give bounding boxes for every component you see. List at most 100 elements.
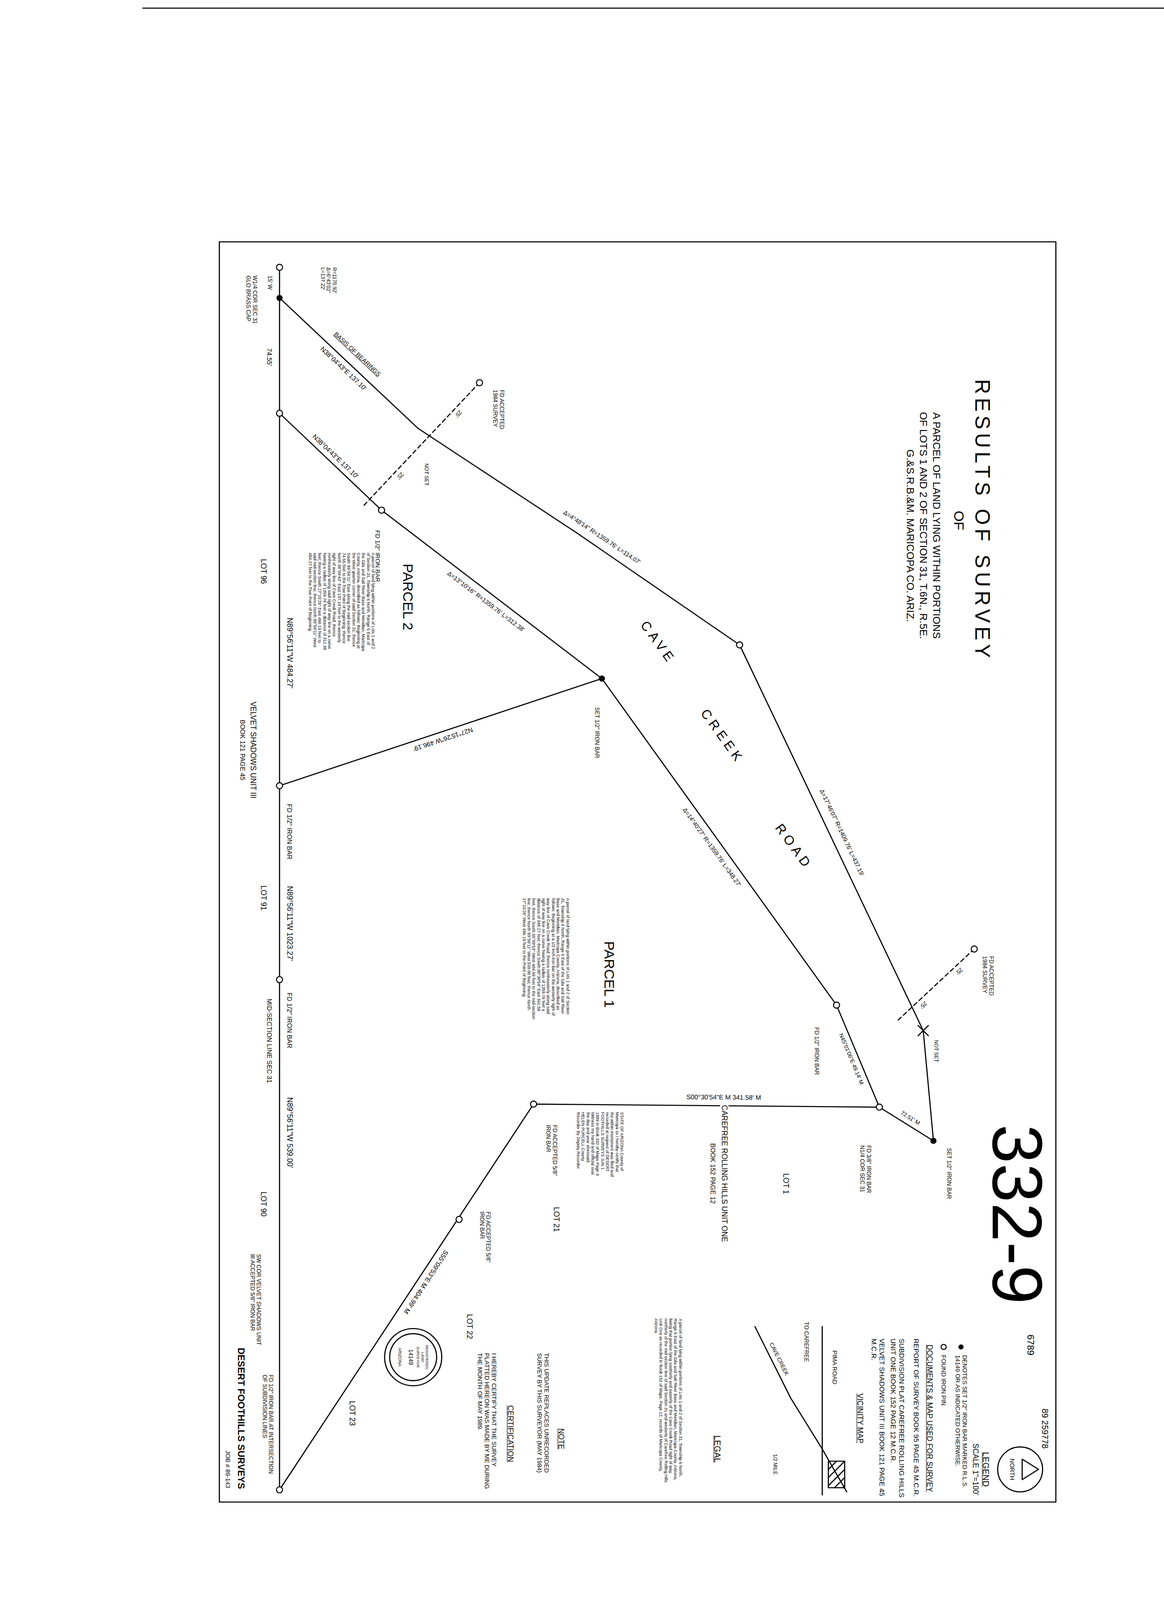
survey-annotation: 74.55' bbox=[265, 347, 274, 368]
survey-annotation: FD ACCEPTED 5/8" IRON BAR bbox=[544, 1123, 558, 1182]
survey-annotation: REGISTERED LAND SURVEYOR bbox=[415, 1341, 429, 1372]
survey-annotation: SUBDIVISION PLAT CAREFREE ROLLING HILLS … bbox=[889, 1337, 906, 1499]
survey-annotation: 14149 bbox=[406, 1347, 414, 1366]
survey-annotation: REPORT OF SURVEY BOOK 95 PAGE 45 M.C.R. bbox=[911, 1337, 920, 1499]
survey-annotation: BOOK 121 PAGE 45 bbox=[238, 718, 247, 782]
legend-entry: FOUND IRON PIN bbox=[940, 1353, 948, 1407]
survey-annotation: A parcel of land lying within portions o… bbox=[307, 551, 376, 652]
survey-annotation: LOT 1 bbox=[781, 1171, 790, 1195]
plat-title: RESULTS OF SURVEY bbox=[970, 378, 995, 663]
survey-annotation: SW COR VELVET SHADOWS UNIT III ACCEPTED … bbox=[248, 1252, 262, 1349]
survey-annotation: Δ=17°46'07" R=1409.76' L=437.19' bbox=[817, 787, 866, 879]
survey-annotation: LOT 91 bbox=[259, 884, 268, 912]
survey-annotation: N89°56'11"W 1023.27' bbox=[285, 884, 294, 962]
plat-sheet: RESULTS OF SURVEYOF A PARCEL OF LAND LYIN… bbox=[219, 241, 1057, 1502]
survey-annotation: N89°56'11"W 539.00' bbox=[285, 1095, 294, 1169]
survey-annotation: OF bbox=[950, 509, 968, 532]
survey-annotation: OF LOTS 1 AND 2 OF SECTION 31, T.6N., R.… bbox=[917, 410, 929, 640]
survey-annotation: MID-SECTION LINE SEC 31 bbox=[265, 997, 274, 1084]
survey-annotation: VELVET SHADOWS UNIT III BOOK 121 PAGE 45… bbox=[870, 1337, 887, 1499]
survey-annotation: PARCEL 1 bbox=[600, 940, 618, 1009]
survey-annotation: N45°01'06"E 49.14' M bbox=[836, 1031, 866, 1087]
survey-annotation: SCALE 1"=100' bbox=[971, 1442, 980, 1497]
survey-annotation: FD ACCEPTED 1984 SURVEY bbox=[491, 388, 505, 438]
survey-annotation: LOT 22 bbox=[465, 1312, 474, 1340]
surveyor-seal bbox=[384, 1328, 442, 1386]
survey-annotation: 6789 bbox=[1025, 1332, 1036, 1356]
survey-annotation: LOT 21 bbox=[551, 1205, 560, 1233]
survey-annotation: A parcel of land lying within portions o… bbox=[521, 896, 570, 1021]
survey-annotation: N89°56'11"W 484.27' bbox=[285, 616, 294, 690]
survey-annotation: JOB # 89-143 bbox=[223, 1449, 231, 1489]
survey-annotation: FD ACCEPTED 1984 SURVEY bbox=[980, 955, 995, 1004]
survey-annotation: STATE OF ARIZONA County of Maricopa ss I… bbox=[575, 1110, 624, 1179]
survey-annotation: NORTH bbox=[1008, 1457, 1016, 1481]
survey-annotation: FD 3/8" IRON BAR N1/4 COR SEC 31 bbox=[858, 1144, 872, 1203]
survey-annotation: FD 1/2" IRON BAR bbox=[285, 802, 294, 861]
survey-annotation: LOT 23 bbox=[347, 1399, 357, 1427]
survey-annotation: NOTE bbox=[556, 1426, 566, 1450]
survey-annotation: Δ=14°40'27" R=1359.76' L=348.27' bbox=[680, 805, 743, 889]
survey-annotation: CREEK bbox=[696, 705, 749, 768]
survey-annotation: BASIS OF BEARINGS bbox=[331, 329, 383, 379]
survey-annotation: TO CAREFREE bbox=[802, 1320, 810, 1363]
survey-annotation: 25' bbox=[917, 998, 929, 1010]
survey-annotation: Δ=4°48'14" R=1359.76' L=114.07' bbox=[561, 508, 643, 567]
survey-annotation: 15' W bbox=[266, 274, 273, 291]
survey-annotation: 72.51' M bbox=[898, 1109, 922, 1127]
survey-annotation: 25' bbox=[394, 469, 406, 482]
legend-symbols bbox=[941, 1344, 964, 1350]
survey-annotation: VELVET SHADOWS UNIT III bbox=[248, 700, 258, 799]
survey-annotation: CERTIFICATION bbox=[505, 1403, 515, 1463]
survey-annotation: DOCUMENTS & MAP USED FOR SURVEY bbox=[925, 1343, 934, 1493]
survey-annotation: LEGEND bbox=[980, 1450, 991, 1488]
survey-annotation: THIS UPDATE REPLACES UNRECORDED SURVEY B… bbox=[535, 1351, 550, 1495]
survey-annotation: LOT 96 bbox=[259, 558, 268, 585]
survey-annotation: FD 1/2" IRON BAR bbox=[285, 991, 294, 1050]
page-rule bbox=[142, 7, 1164, 9]
survey-annotation: W1/4 COR SEC 31 GLO BRASS CAP bbox=[244, 274, 258, 338]
survey-annotation: 332-9 bbox=[981, 1123, 1053, 1306]
survey-annotation: G.&S.R.B.&M. MARICOPA CO. ARIZ. bbox=[903, 448, 916, 623]
survey-annotation: FD ACCEPTED 5/8" IRON BAR bbox=[478, 1210, 492, 1269]
survey-annotation: PARCEL 2 bbox=[399, 562, 417, 632]
survey-annotation: SET 1/2" IRON BAR bbox=[945, 1146, 952, 1200]
survey-annotation: N38°04'43"E 137.10' bbox=[318, 344, 370, 393]
boundary-lines bbox=[279, 267, 975, 1490]
survey-annotation: 1/2 MILE bbox=[772, 1452, 779, 1476]
survey-annotation: S55°09'53"E M 404.99' M bbox=[402, 1248, 451, 1317]
survey-annotation: I HEREBY CERTIFY THAT THE SURVEY PLATTED… bbox=[475, 1351, 498, 1495]
set-bars bbox=[276, 294, 937, 1144]
survey-annotation: CAVE bbox=[636, 617, 680, 668]
found-pins bbox=[276, 264, 978, 1493]
survey-annotation: CAVE CREEK bbox=[767, 1340, 790, 1378]
legend-entry: DENOTES SET 1/2" IRON BAR MARKED R.L.S. … bbox=[954, 1353, 969, 1497]
survey-annotation: LEGAL bbox=[712, 1433, 723, 1463]
survey-annotation: FD 1/2" IRON BAR bbox=[812, 1026, 820, 1076]
survey-annotation: BOOK 152 PAGE 12 bbox=[709, 1141, 717, 1205]
survey-annotation: ARIZONA bbox=[397, 1346, 403, 1368]
survey-annotation: N38°04'43"E 137.10' bbox=[310, 431, 361, 481]
survey-annotation: 25' bbox=[953, 964, 965, 976]
survey-annotation: N27°15'26"W 496.19' bbox=[411, 725, 475, 753]
survey-annotation: LOT 90 bbox=[259, 1190, 268, 1218]
sheet-frame bbox=[219, 241, 1056, 1502]
survey-annotation: ROAD bbox=[771, 819, 817, 873]
survey-annotation: SET 1/2" IRON BAR bbox=[593, 705, 601, 759]
north-arrow bbox=[997, 1446, 1043, 1492]
survey-annotation: 25' bbox=[452, 407, 464, 420]
survey-annotation: FD 1/2" IRON BAR AT INTERSECTION OF SUBD… bbox=[260, 1373, 275, 1484]
survey-annotation: Δ=13°10'16" R=1359.76' L=312.38' bbox=[445, 569, 527, 634]
survey-annotation: NOT SET bbox=[423, 462, 430, 487]
survey-annotation: NOT SET bbox=[933, 1038, 940, 1063]
survey-annotation: DESERT FOOTHILLS SURVEYS bbox=[235, 1346, 246, 1490]
survey-annotation: VICINITY MAP bbox=[855, 1392, 865, 1444]
survey-annotation: A PARCEL OF LAND LYING WITHIN PORTIONS bbox=[930, 411, 943, 640]
survey-annotation: R=1170.92' Δ=6°43'02" L=137.22' bbox=[319, 266, 338, 315]
vicinity-map bbox=[754, 1326, 847, 1495]
survey-annotation: S00°30'54"E M 341.58' M bbox=[685, 1093, 763, 1102]
survey-annotation: CAREFREE ROLLING HILLS UNIT ONE bbox=[719, 1103, 729, 1243]
survey-annotation: PIMA ROAD bbox=[830, 1348, 838, 1385]
survey-annotation: 89 259778 bbox=[1039, 1407, 1050, 1449]
